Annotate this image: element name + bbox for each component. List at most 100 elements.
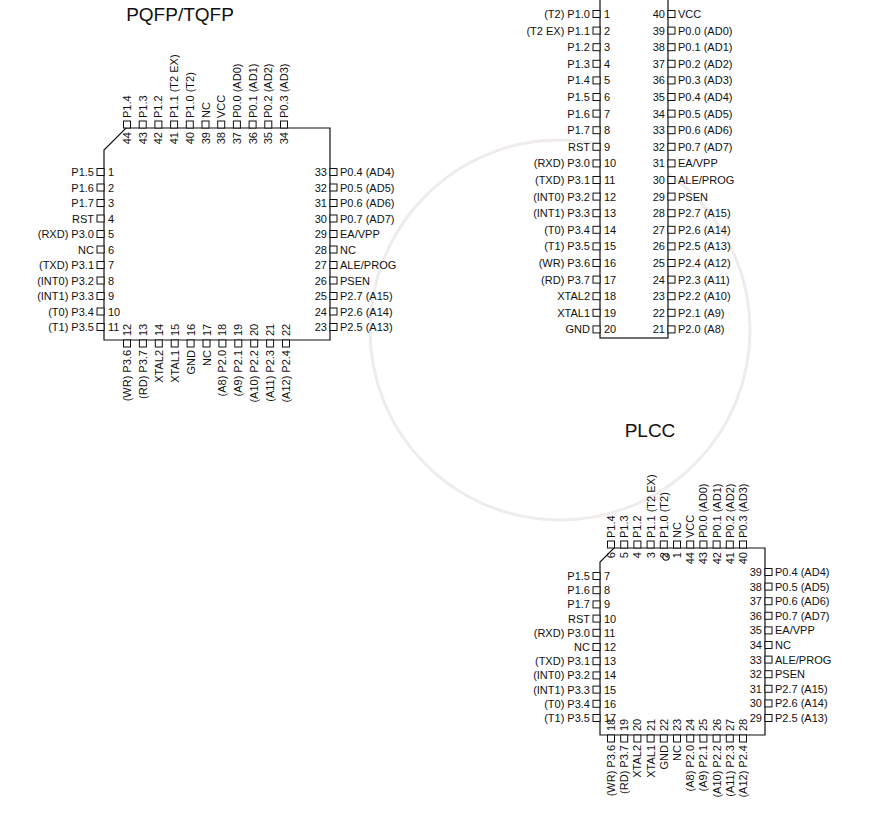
pin-stub: [330, 293, 337, 300]
pin-name: (INT1) P3.3: [37, 291, 94, 302]
pin-number: 31: [653, 158, 665, 169]
pin-name: P1.7: [567, 125, 590, 136]
pin-name: RST: [568, 141, 590, 152]
pin-number: 36: [247, 132, 258, 144]
pin-stub: [593, 11, 600, 18]
pin-stub: [668, 309, 675, 316]
pin-name: P2.5 (A13): [775, 713, 828, 724]
pin-name: P0.4 (AD4): [775, 567, 829, 578]
pin-number: 28: [653, 208, 665, 219]
pin-stub: [765, 715, 772, 722]
pin-name: P2.2 (A10): [678, 291, 731, 302]
pin-number: 25: [315, 291, 327, 302]
pin-number: 1: [604, 9, 610, 20]
pin-stub: [765, 583, 772, 590]
pin-stub: [97, 246, 104, 253]
pin-name: PSEN: [678, 191, 708, 202]
pin-stub: [593, 77, 600, 84]
pin-number: 4: [108, 213, 114, 224]
pin-number: 11: [108, 322, 119, 333]
pin-number: 5: [604, 75, 610, 86]
pin-number: 16: [185, 324, 196, 336]
pin-name: P0.0 (AD0): [678, 25, 732, 36]
pin-stub: [668, 77, 675, 84]
pin-stub: [593, 94, 600, 101]
pin-stub: [668, 143, 675, 150]
pin-stub: [713, 735, 720, 742]
pin-number: 4: [604, 58, 610, 69]
pin-name: P0.7 (AD7): [340, 213, 394, 224]
pin-stub: [593, 573, 600, 580]
pin-stub: [202, 121, 209, 128]
pin-name: (RD) P3.7: [619, 745, 630, 794]
pin-name: P1.1 (T2 EX): [169, 54, 180, 118]
pin-stub: [593, 293, 600, 300]
pin-number: 20: [249, 324, 260, 336]
pin-number: 40: [738, 552, 749, 564]
pin-name: ALE/PROG: [340, 260, 396, 271]
pin-name: (RD) P3.7: [541, 274, 590, 285]
pin-number: 2: [658, 552, 669, 558]
pin-number: 42: [711, 552, 722, 564]
pin-number: 7: [108, 260, 114, 271]
pin-name: (A8) P2.0: [217, 350, 228, 396]
pin-name: (TXD) P3.1: [535, 175, 590, 186]
pin-stub: [668, 276, 675, 283]
pin-stub: [593, 44, 600, 51]
pin-stub: [124, 340, 131, 347]
pin-number: 27: [724, 719, 735, 731]
pin-name: P2.5 (A13): [340, 322, 393, 333]
package-title: PQFP/TQFP: [126, 5, 234, 24]
pin-number: 33: [653, 125, 665, 136]
pin-name: GND: [566, 324, 590, 335]
pin-name: P2.5 (A13): [678, 241, 731, 252]
pin-name: P0.6 (AD6): [340, 198, 394, 209]
pin-stub: [668, 243, 675, 250]
pin-stub: [674, 541, 681, 548]
pin-name: P2.4 (A12): [678, 258, 731, 269]
pin-name: (RD) P3.7: [137, 350, 148, 399]
pin-name: NC: [200, 102, 211, 118]
pin-stub: [668, 60, 675, 67]
pin-name: P2.3 (A11): [678, 274, 730, 285]
pin-name: NC: [775, 640, 791, 651]
pin-number: 26: [711, 719, 722, 731]
pin-stub: [765, 671, 772, 678]
pin-name: P0.7 (AD7): [775, 610, 829, 621]
pin-name: (A10) P2.2: [711, 745, 722, 798]
pin-name: P1.0 (T2): [184, 72, 195, 118]
pin-name: P0.5 (AD5): [678, 108, 732, 119]
pin-number: 36: [653, 75, 665, 86]
pin-name: (A11) P2.3: [265, 350, 276, 402]
pin-stub: [593, 177, 600, 184]
pin-stub: [726, 541, 733, 548]
pin-name: XTAL1: [557, 307, 590, 318]
pin-name: P0.6 (AD6): [678, 125, 732, 136]
pin-stub: [97, 308, 104, 315]
pin-name: P2.6 (A14): [775, 698, 828, 709]
pin-number: 24: [653, 274, 665, 285]
pin-name: NC: [78, 244, 94, 255]
pin-stub: [740, 735, 747, 742]
pin-stub: [203, 340, 210, 347]
pin-name: (WR) P3.6: [122, 350, 133, 401]
pin-number: 39: [653, 25, 665, 36]
pin-number: 24: [685, 719, 696, 731]
pin-name: P0.6 (AD6): [775, 596, 829, 607]
pin-stub: [593, 715, 600, 722]
pin-name: (WR) P3.6: [606, 745, 617, 796]
pin-stub: [593, 243, 600, 250]
pin-number: 12: [122, 324, 133, 336]
pin-stub: [726, 735, 733, 742]
pin-name: RST: [568, 613, 590, 624]
pin-name: P1.5: [567, 571, 590, 582]
pin-number: 38: [750, 581, 762, 592]
pin-number: 27: [315, 260, 327, 271]
pin-name: NC: [201, 350, 212, 366]
pin-number: 5: [619, 552, 630, 558]
pin-stub: [235, 340, 242, 347]
plcc-body: [600, 548, 765, 735]
pin-number: 18: [217, 324, 228, 336]
pin-name: EA/VPP: [678, 158, 718, 169]
